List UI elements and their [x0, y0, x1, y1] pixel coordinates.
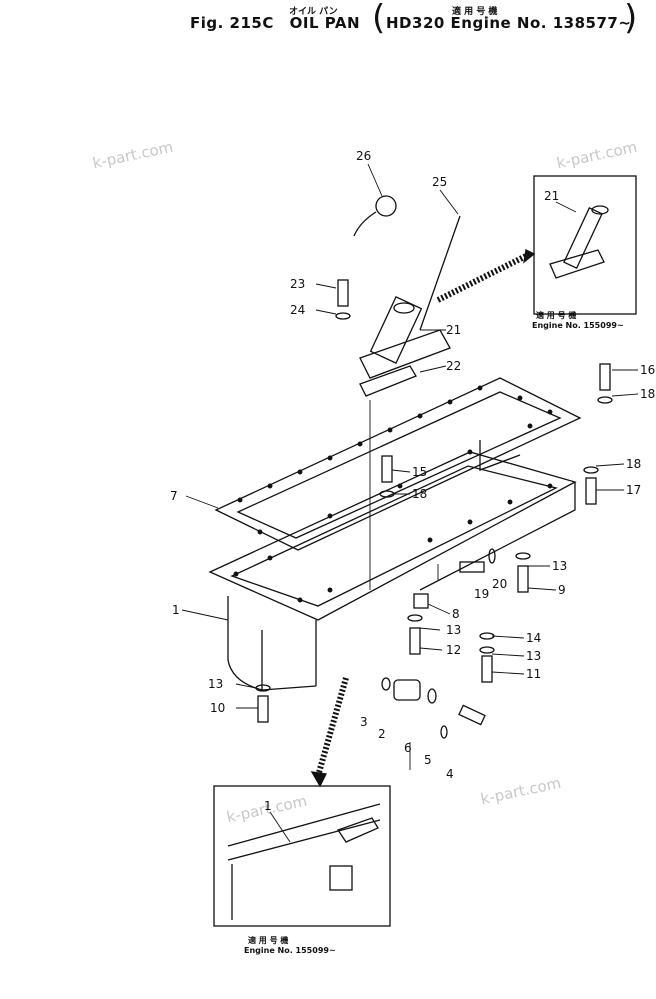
o-ring-3 — [381, 677, 391, 691]
dipstick-guide — [359, 296, 451, 397]
washer-13a — [515, 552, 531, 560]
callout-1: 1 — [172, 603, 180, 617]
bolt-10 — [257, 695, 269, 723]
plug-8 — [413, 593, 429, 609]
washer-13b — [479, 646, 495, 654]
inset-top-engine: Engine No. 155099~ — [532, 321, 624, 330]
link-arrow-top — [436, 249, 536, 303]
washer-13c — [407, 614, 423, 622]
callout-13b: 13 — [446, 623, 461, 637]
callout-21: 21 — [446, 323, 461, 337]
callout-26: 26 — [356, 149, 371, 163]
gasket-holes — [237, 385, 553, 535]
callout-18a: 18 — [640, 387, 655, 401]
washer-24 — [335, 312, 351, 320]
callout-19: 19 — [474, 587, 489, 601]
callout-18b: 18 — [626, 457, 641, 471]
callout-4: 4 — [446, 767, 454, 781]
callout-25: 25 — [432, 175, 447, 189]
callout-3: 3 — [360, 715, 368, 729]
callout-6: 6 — [404, 741, 412, 755]
plug-19 — [459, 561, 485, 573]
part-name-jp: オイル パン — [289, 7, 338, 17]
callout-13a: 13 — [208, 677, 223, 691]
inset-callout-21: 21 — [544, 189, 559, 203]
callout-5: 5 — [424, 753, 432, 767]
oil-pan-body — [208, 440, 577, 691]
callout-labels: 1 2 3 4 5 6 7 8 9 10 11 12 13 13 13 13 1… — [170, 149, 655, 813]
elbow-2 — [393, 679, 421, 701]
close-paren: ) — [624, 0, 638, 38]
callout-10: 10 — [210, 701, 225, 715]
inset-top-jp: 適 用 号 機 — [536, 311, 577, 320]
callout-24: 24 — [290, 303, 305, 317]
link-arrow-bottom — [310, 677, 349, 788]
callout-23: 23 — [290, 277, 305, 291]
applicable-jp: 適 用 号 機 — [452, 7, 498, 17]
bolt-23 — [337, 279, 349, 307]
callout-17: 17 — [626, 483, 641, 497]
gasket-6 — [427, 688, 437, 704]
washer-14 — [479, 632, 495, 640]
open-paren: ( — [372, 0, 386, 38]
gasket-20 — [488, 548, 496, 564]
callout-16: 16 — [640, 363, 655, 377]
inset-callout-1: 1 — [264, 799, 272, 813]
callout-13d: 13 — [526, 649, 541, 663]
gasket-5 — [440, 725, 448, 739]
washer-18b — [583, 466, 599, 474]
inset-bottom — [213, 785, 391, 927]
callout-14: 14 — [526, 631, 541, 645]
figure-title: Fig. 215C OIL PAN — [190, 14, 370, 32]
inset-bottom-engine: Engine No. 155099~ — [244, 946, 336, 955]
leader-lines — [181, 163, 639, 770]
inset-bottom-jp: 適 用 号 機 — [248, 936, 289, 945]
callout-8: 8 — [452, 607, 460, 621]
bolt-11 — [481, 655, 493, 683]
figure-number: Fig. 215C — [190, 14, 274, 32]
pan-holes — [233, 483, 553, 603]
bolt-12 — [409, 627, 421, 655]
dipstick — [419, 215, 461, 331]
part-name: OIL PAN — [289, 14, 361, 32]
callout-11: 11 — [526, 667, 541, 681]
callout-12: 12 — [446, 643, 461, 657]
callout-13c: 13 — [552, 559, 567, 573]
plug-4 — [458, 704, 486, 726]
bolt-16 — [599, 363, 611, 391]
bolt-9 — [517, 565, 529, 593]
callout-7: 7 — [170, 489, 178, 503]
dipstick-cap — [353, 195, 397, 237]
callout-9: 9 — [558, 583, 566, 597]
callout-15: 15 — [412, 465, 427, 479]
callout-18c: 18 — [412, 487, 427, 501]
callout-20: 20 — [492, 577, 507, 591]
inset-top-right — [533, 175, 637, 315]
callout-2: 2 — [378, 727, 386, 741]
callout-22: 22 — [446, 359, 461, 373]
bolt-15 — [381, 455, 393, 483]
bolt-17 — [585, 477, 597, 505]
applicability-text: HD320 Engine No. 138577~ — [386, 14, 632, 32]
washer-18 — [597, 396, 613, 404]
gasket — [214, 377, 582, 551]
